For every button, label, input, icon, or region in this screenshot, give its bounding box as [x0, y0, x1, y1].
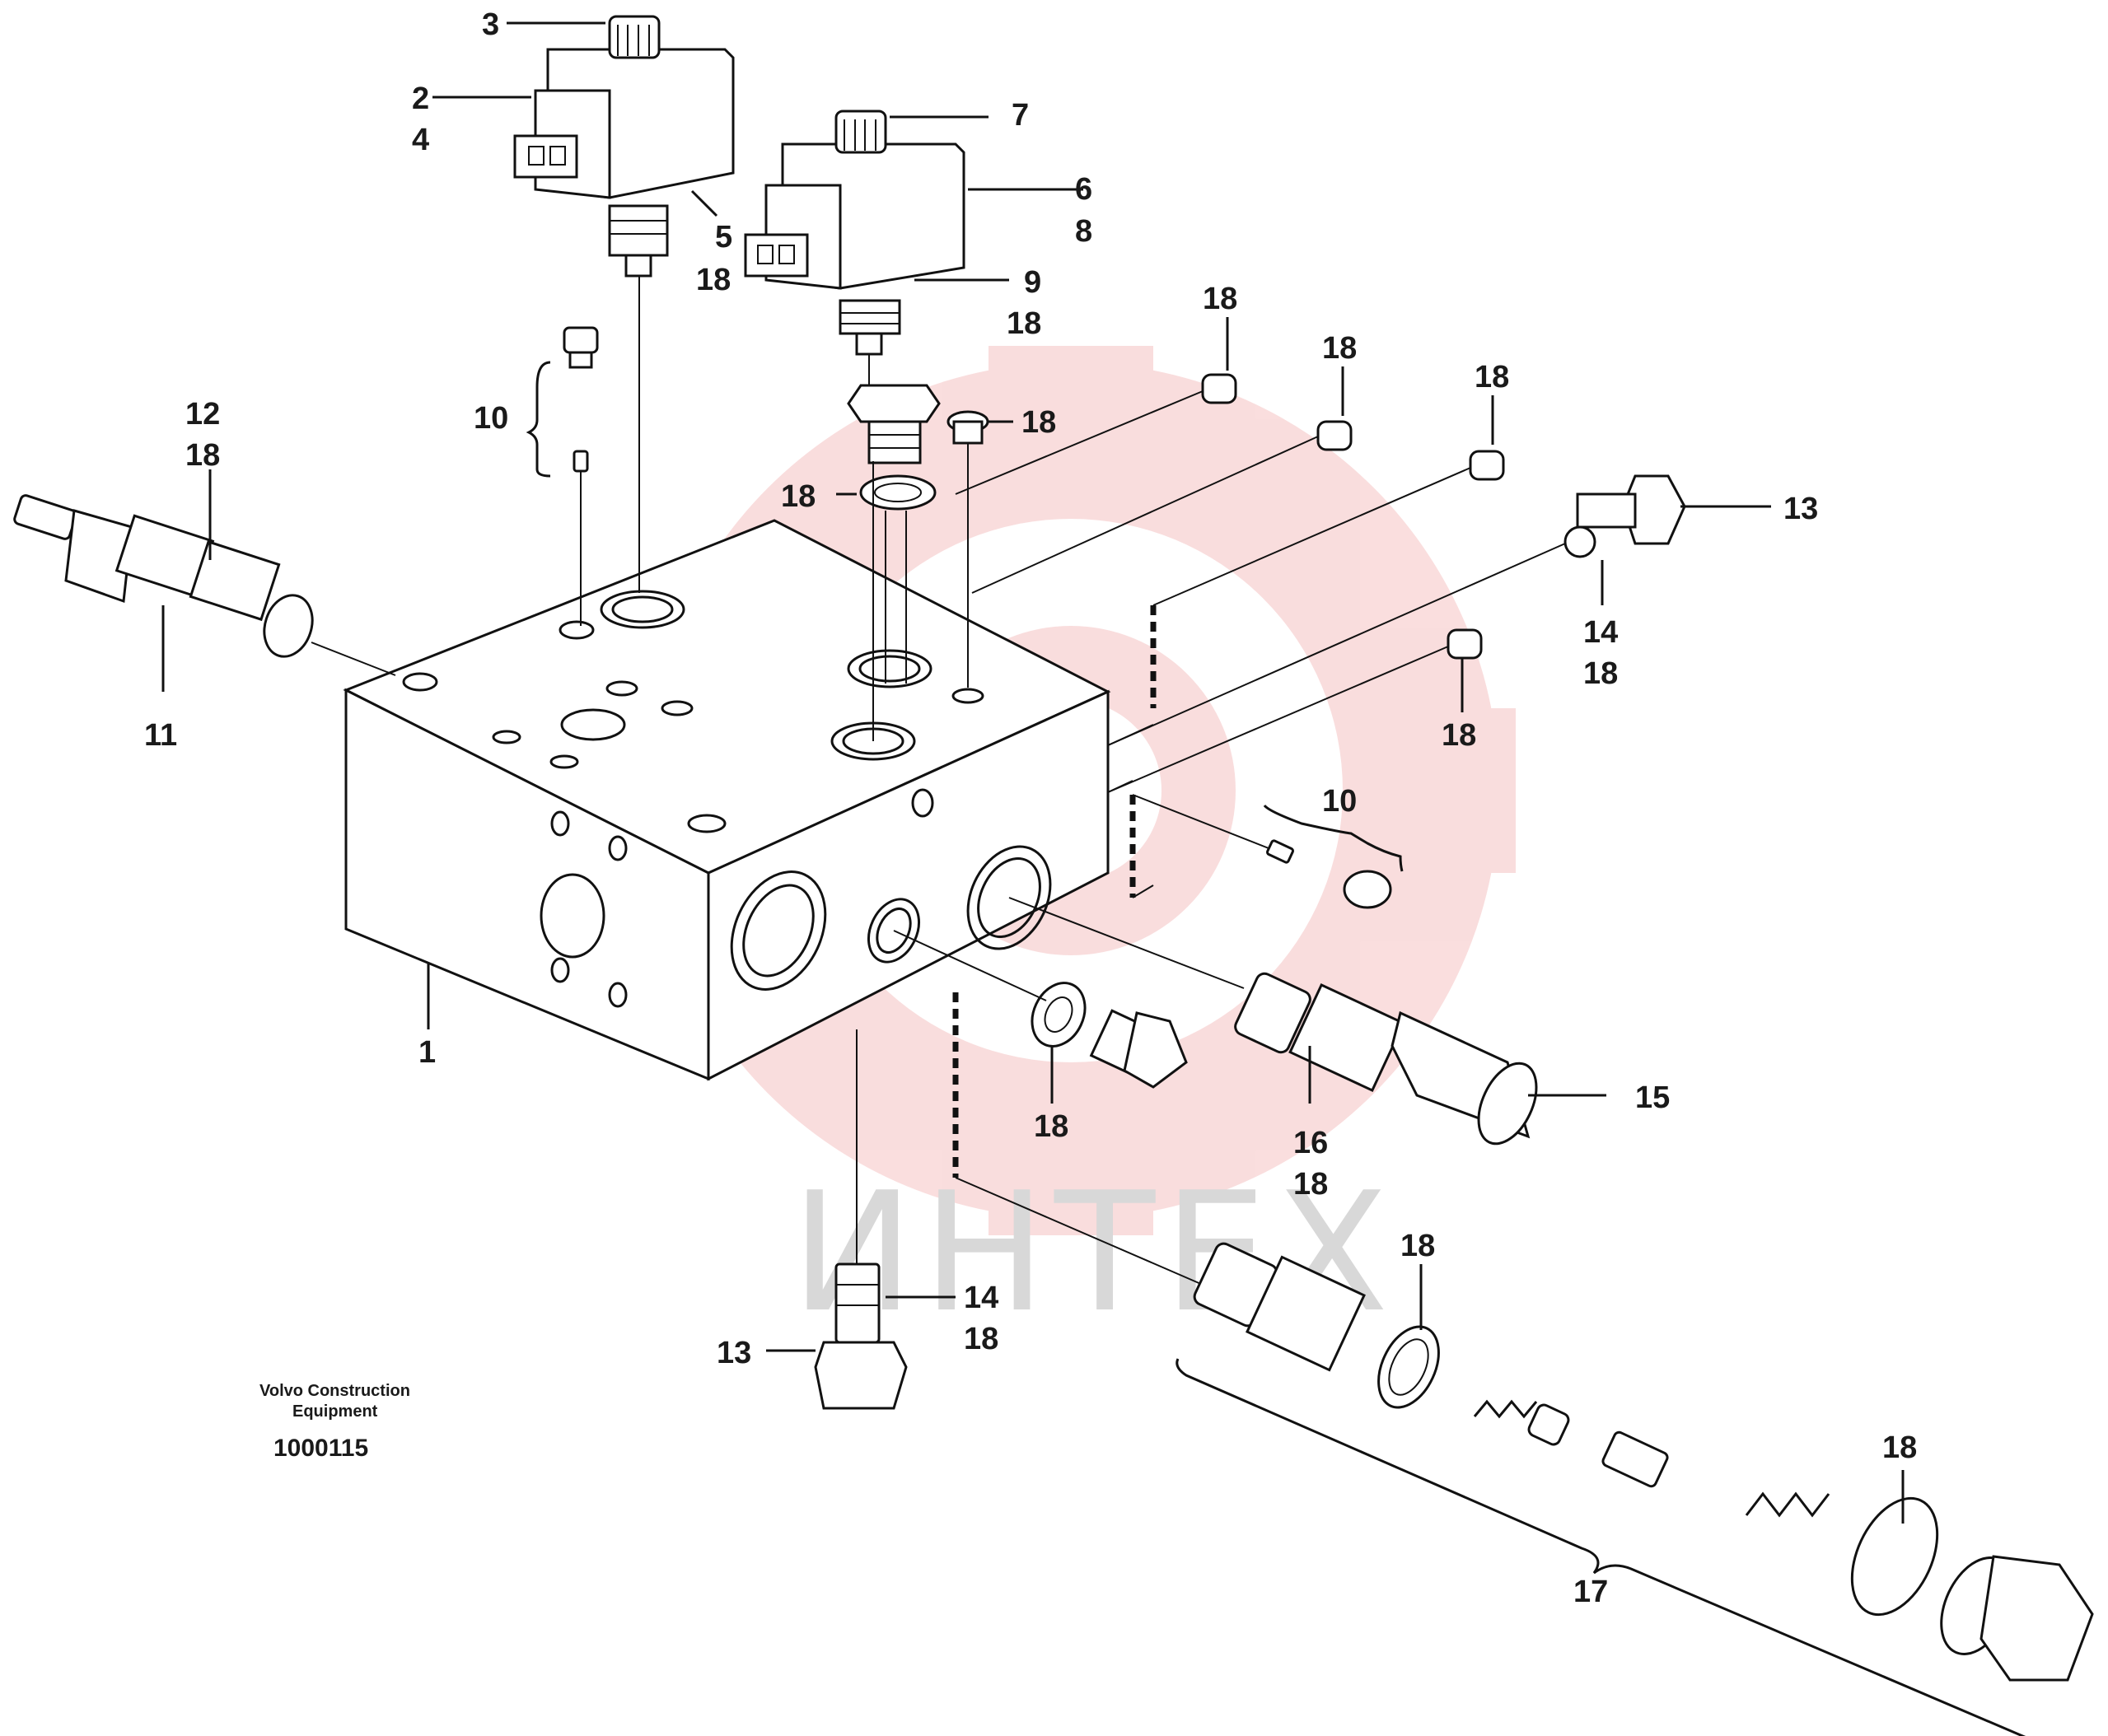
callout-18-b: 18 — [1322, 331, 1357, 366]
callout-14-bottom-18: 18 — [964, 1322, 998, 1356]
callout-13-top: 13 — [1783, 492, 1818, 526]
callout-14-top: 14 — [1583, 615, 1618, 650]
callout-18-c: 18 — [1475, 360, 1509, 394]
callout-10-right: 10 — [1322, 784, 1357, 819]
callout-18-e: 18 — [781, 479, 816, 514]
sensor-left — [13, 494, 396, 676]
hex-plug-and-washer — [847, 384, 941, 741]
screw-and-pin-set-right — [1132, 794, 1404, 909]
callout-8: 8 — [1075, 214, 1092, 249]
callout-9-18: 18 — [1007, 306, 1041, 341]
callout-16: 16 — [1293, 1126, 1328, 1160]
callout-7: 7 — [1012, 98, 1029, 133]
banjo-fitting-top — [1107, 474, 1686, 746]
washer-and-plug — [893, 930, 1188, 1089]
callout-18-g: 18 — [1034, 1109, 1068, 1144]
brand-line-1: Volvo Construction — [259, 1382, 410, 1400]
brand-line-2: Equipment — [292, 1402, 378, 1421]
callout-18-i: 18 — [1882, 1430, 1917, 1465]
solenoid-valve-2 — [744, 110, 965, 387]
caption: Volvo Construction Equipment 1000115 — [259, 1382, 410, 1462]
callout-1: 1 — [418, 1035, 436, 1070]
callout-14-bottom: 14 — [964, 1281, 998, 1315]
callout-10-top: 10 — [474, 401, 508, 436]
reference-number: 1000115 — [273, 1435, 368, 1462]
callout-18-h: 18 — [1400, 1229, 1435, 1263]
banjo-fitting-bottom — [814, 1029, 908, 1410]
callout-6: 6 — [1075, 172, 1092, 207]
callout-18-d: 18 — [1021, 405, 1056, 440]
callout-17: 17 — [1573, 1575, 1608, 1609]
relief-valve — [1008, 897, 1538, 1146]
callout-13-bottom: 13 — [717, 1336, 751, 1370]
callout-18-f: 18 — [1442, 718, 1476, 753]
small-plug — [946, 410, 989, 688]
callout-11: 11 — [144, 718, 177, 753]
callout-labels: 1 2 4 3 5 18 6 8 7 9 18 10 10 11 12 18 1… — [144, 7, 1917, 1609]
right-plugs — [955, 373, 1505, 793]
callout-3: 3 — [482, 7, 499, 42]
callout-5-18: 18 — [696, 263, 731, 297]
solenoid-valve-1 — [513, 15, 735, 593]
callout-5: 5 — [715, 220, 732, 254]
callout-18-a: 18 — [1203, 282, 1237, 316]
callout-2: 2 — [412, 82, 429, 116]
callout-14-top-18: 18 — [1583, 656, 1618, 691]
callout-12: 12 — [185, 397, 220, 432]
leader-lines — [161, 21, 1905, 1524]
callout-4: 4 — [412, 123, 429, 157]
valve-block — [343, 519, 1111, 1081]
callout-9: 9 — [1024, 265, 1041, 300]
callout-16-18: 18 — [1293, 1167, 1328, 1202]
callout-12-18: 18 — [185, 438, 220, 473]
screw-and-pin-set-top — [526, 326, 599, 626]
valve-cartridge-assembly — [1176, 1242, 2094, 1736]
callout-15: 15 — [1635, 1080, 1670, 1115]
